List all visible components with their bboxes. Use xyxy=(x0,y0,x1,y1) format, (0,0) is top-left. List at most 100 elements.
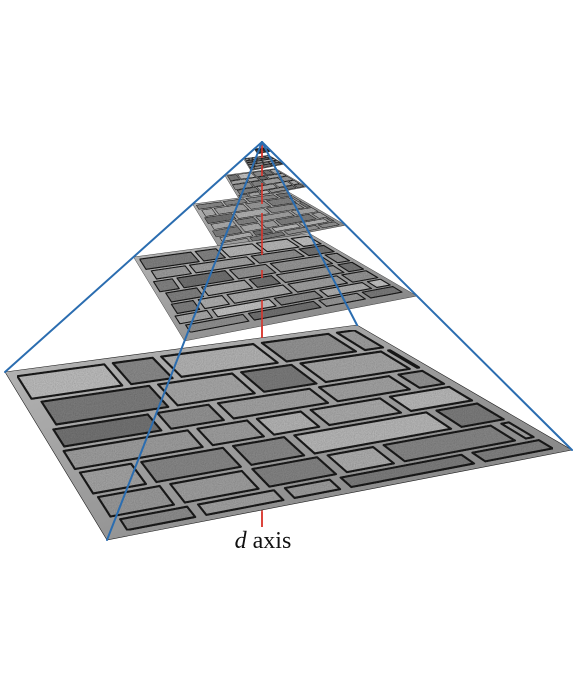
stone-block xyxy=(366,278,391,289)
stone-block xyxy=(219,243,264,258)
stone-block xyxy=(111,356,174,386)
stone-block xyxy=(255,160,264,164)
stone-block xyxy=(150,265,192,280)
stone-block xyxy=(232,182,254,191)
stone-block xyxy=(165,287,205,303)
stone-block xyxy=(188,256,256,274)
stone-block xyxy=(317,375,411,403)
stone-block xyxy=(283,478,342,500)
stone-block xyxy=(273,290,324,306)
stone-block xyxy=(239,222,264,233)
stone-block xyxy=(96,484,176,518)
stone-block xyxy=(387,349,421,369)
stone-block xyxy=(335,329,385,352)
stone-block xyxy=(234,217,259,226)
stone-block xyxy=(318,292,366,307)
stone-block xyxy=(246,177,260,183)
stone-block xyxy=(261,170,275,176)
stone-block xyxy=(382,424,517,463)
stone-block xyxy=(255,211,295,222)
stone-block xyxy=(309,397,403,427)
stone-block xyxy=(311,212,328,219)
stone-block xyxy=(397,369,446,389)
axis-word: axis xyxy=(252,528,292,554)
stone-block xyxy=(298,218,329,227)
stone-block xyxy=(78,462,148,495)
stone-block xyxy=(40,384,170,426)
pyramid-edge-front xyxy=(106,141,263,541)
pyramid-edge-back xyxy=(261,141,358,326)
stone-block xyxy=(288,180,300,185)
stone-block xyxy=(255,238,300,253)
stone-block xyxy=(317,221,340,229)
stone-pattern-0 xyxy=(16,329,554,532)
stone-block xyxy=(290,207,319,216)
stone-block xyxy=(237,172,256,180)
stone-block xyxy=(249,231,286,242)
stone-block xyxy=(240,363,318,393)
stone-block xyxy=(248,157,254,161)
d-axis-label: d axis xyxy=(208,528,318,555)
stone-block xyxy=(248,191,262,197)
stone-block xyxy=(262,161,271,165)
stone-block xyxy=(226,284,293,304)
stone-block xyxy=(118,505,197,532)
stone-block xyxy=(196,201,225,210)
stone-pattern-1 xyxy=(138,235,403,333)
stone-block xyxy=(229,263,277,280)
stone-block xyxy=(275,213,317,226)
stone-block xyxy=(471,439,554,463)
stone-block xyxy=(266,197,297,207)
stone-block xyxy=(253,165,264,170)
stone-block xyxy=(138,251,200,270)
stone-block xyxy=(160,342,279,378)
stone-block xyxy=(176,270,235,289)
mipmap-level-0 xyxy=(4,324,573,541)
stone-block xyxy=(269,255,334,273)
stone-block xyxy=(140,446,242,484)
stone-block xyxy=(324,252,351,264)
stone-block xyxy=(251,456,338,488)
stone-block xyxy=(247,300,322,321)
stone-block xyxy=(361,285,403,299)
stone-block xyxy=(227,174,241,181)
stone-block xyxy=(152,278,180,293)
stone-block xyxy=(233,208,271,219)
stone-block xyxy=(261,163,273,168)
stone-block xyxy=(293,183,305,188)
stone-block xyxy=(248,275,281,288)
stone-block xyxy=(222,198,248,206)
stone-block xyxy=(290,196,302,203)
stone-block xyxy=(293,411,453,455)
stone-block xyxy=(319,281,373,298)
pyramid-edge-left xyxy=(4,141,263,373)
stone-block xyxy=(260,332,358,363)
stone-block xyxy=(245,200,272,210)
stone-block xyxy=(52,413,163,448)
stone-block xyxy=(283,225,321,235)
stone-block xyxy=(388,385,474,413)
stone-block xyxy=(260,220,280,229)
stone-block xyxy=(196,489,285,517)
stone-block xyxy=(326,217,335,222)
stone-block xyxy=(298,202,311,208)
pyramid-edges xyxy=(4,141,573,541)
stone-block xyxy=(278,161,283,165)
mipmap-level-1 xyxy=(133,233,418,342)
stone-block xyxy=(284,185,297,190)
stone-block xyxy=(16,363,124,400)
stone-block xyxy=(204,213,237,224)
mipmap-levels xyxy=(4,147,573,541)
stone-block xyxy=(341,270,379,283)
stone-block xyxy=(211,298,277,318)
stone-block xyxy=(169,469,260,504)
stone-block xyxy=(197,294,230,310)
stone-block xyxy=(157,372,256,407)
stone-block xyxy=(255,410,321,436)
stone-block xyxy=(290,235,322,248)
stone-block xyxy=(435,402,505,428)
stone-block xyxy=(275,264,345,284)
stone-block xyxy=(257,175,269,181)
